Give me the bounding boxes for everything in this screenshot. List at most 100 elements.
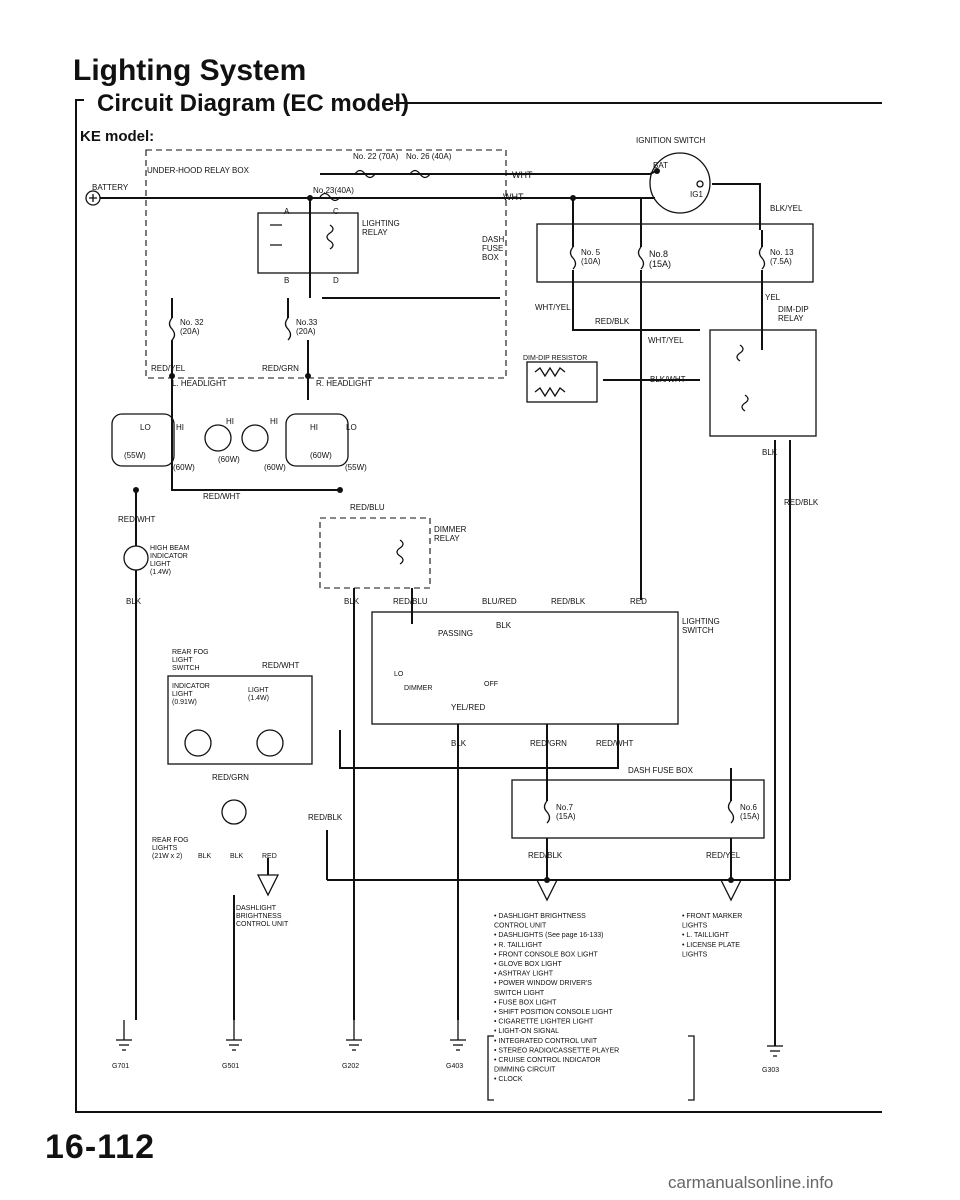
r-headlight-label: R. HEADLIGHT — [316, 379, 372, 388]
dashlight-unit-label-2: BRIGHTNESS — [236, 913, 282, 920]
indicator-light-label-1: INDICATOR — [172, 683, 210, 690]
fuse-7-label: No.7 — [556, 803, 573, 812]
fuse-33-label: No.33 — [296, 318, 318, 327]
fuse-5-amp: (10A) — [581, 257, 601, 266]
off-label: OFF — [484, 681, 498, 688]
load-left-item: • ASHTRAY LIGHT — [494, 971, 554, 978]
wire-red-blk-1: RED/BLK — [595, 317, 630, 326]
rear-fog-switch-label-2: LIGHT — [172, 657, 193, 664]
load-right-item: • LICENSE PLATE — [682, 942, 740, 949]
relay-pin-b: B — [284, 276, 289, 285]
light-14w-label-1: LIGHT — [248, 687, 269, 694]
dim-dip-resistor: DIM-DIP RESISTOR — [523, 355, 598, 403]
wire-blu-red: BLU/RED — [482, 597, 517, 606]
fuse-6-label: No.6 — [740, 803, 757, 812]
fuse-33-amp: (20A) — [296, 327, 316, 336]
wire-red: RED — [630, 597, 647, 606]
wire-red-wht-1: RED/WHT — [203, 492, 240, 501]
wire-red-blk-3: RED/BLK — [784, 498, 819, 507]
loads-right-list: • FRONT MARKER LIGHTS• L. TAILLIGHT• LIC… — [682, 913, 742, 958]
ground-g403-label: G403 — [446, 1063, 463, 1070]
l-headlight-label: L. HEADLIGHT — [172, 379, 227, 388]
headlight-fuses: No. 32 (20A) No.33 (20A) RED/YEL RED/GRN — [151, 298, 318, 373]
fuse-23-label: No.23(40A) — [313, 186, 354, 195]
fuse-13-amp: (7.5A) — [770, 257, 792, 266]
lighting-switch-label-1: LIGHTING — [682, 617, 720, 626]
load-left-item: • CIGARETTE LIGHTER LIGHT — [494, 1019, 594, 1026]
underhood-box-label: UNDER-HOOD RELAY BOX — [147, 166, 250, 175]
wire-wht-yel-1: WHT/YEL — [535, 303, 571, 312]
load-left-item: DIMMING CIRCUIT — [494, 1067, 556, 1074]
r2-hi: HI — [270, 417, 278, 426]
ig-ig1-label: IG1 — [690, 190, 703, 199]
relay-pin-d: D — [333, 276, 339, 285]
ground-g501: G501 — [222, 1020, 242, 1070]
r-hi: HI — [310, 423, 318, 432]
wire-blk-1: BLK — [126, 597, 142, 606]
wire-red-yel-1: RED/YEL — [151, 364, 186, 373]
load-left-item: • R. TAILLIGHT — [494, 942, 543, 949]
high-beam-label-4: (1.4W) — [150, 569, 171, 576]
load-left-item: CONTROL UNIT — [494, 923, 547, 930]
page-number: 16-112 — [45, 1128, 155, 1166]
fuse-26-label: No. 26 (40A) — [406, 152, 452, 161]
lighting-switch-label-2: SWITCH — [682, 626, 714, 635]
high-beam-label-3: LIGHT — [150, 561, 171, 568]
rear-fog-lights-label-2: LIGHTS — [152, 845, 178, 852]
wire-wht-2: WHT — [503, 192, 524, 202]
lighting-relay-label-1: LIGHTING — [362, 219, 400, 228]
junction-dots — [133, 195, 734, 883]
wire-red-blu-1: RED/BLU — [350, 503, 385, 512]
dash-fuse-box-label-2: FUSE — [482, 244, 503, 253]
l-hi: HI — [176, 423, 184, 432]
wire-red-wht-4: RED/WHT — [262, 661, 299, 670]
blk-lsw: BLK — [496, 621, 512, 630]
ground-g403: G403 — [446, 1020, 466, 1070]
fuse-6-amp: (15A) — [740, 812, 760, 821]
indicator-light-label-2: LIGHT — [172, 691, 193, 698]
wire-red-blu-2: RED/BLU — [393, 597, 428, 606]
wire-red-grn-2: RED/GRN — [530, 739, 567, 748]
load-left-item: • LIGHT-ON SIGNAL — [494, 1028, 559, 1035]
watermark: carmanualsonline.info — [668, 1173, 834, 1192]
dash-fuse-box-label-1: DASH — [482, 235, 504, 244]
load-left-item: • DASHLIGHT BRIGHTNESS — [494, 913, 586, 920]
r-lo: LO — [346, 423, 357, 432]
wire-red-yel-2: RED/YEL — [706, 851, 741, 860]
battery: BATTERY — [85, 183, 129, 206]
load-left-item: • STEREO RADIO/CASSETTE PLAYER — [494, 1047, 619, 1054]
ground-g701: G701 — [112, 1020, 132, 1070]
ground-g303-label: G303 — [762, 1067, 779, 1074]
load-left-item: • POWER WINDOW DRIVER'S — [494, 980, 592, 987]
load-left-item: • DASHLIGHTS (See page 16-133) — [494, 932, 603, 939]
load-right-item: LIGHTS — [682, 923, 708, 930]
r2-60w: (60W) — [264, 463, 286, 472]
rear-fog-lights: REAR FOG LIGHTS (21W x 2) BLK BLK RED RE… — [152, 799, 343, 897]
high-beam-label-2: INDICATOR — [150, 553, 188, 560]
dimmer-relay: DIMMER RELAY BLK RED/BLU BLU/RED RED/BLK… — [319, 517, 647, 1020]
dashlight-unit-label-1: DASHLIGHT — [236, 905, 277, 912]
model-label: KE model: — [80, 128, 155, 145]
dashlight-control-unit: DASHLIGHT BRIGHTNESS CONTROL UNIT — [233, 895, 289, 1020]
load-left-item: • SHIFT POSITION CONSOLE LIGHT — [494, 1009, 613, 1016]
fuse-13-label: No. 13 — [770, 248, 794, 257]
dimmer-relay-label-1: DIMMER — [434, 525, 467, 534]
mid-wires: WHT/YEL RED/BLK WHT/YEL BLK/WHT — [535, 270, 700, 600]
relay-pin-c: C — [333, 207, 339, 216]
headlights: L. HEADLIGHT R. HEADLIGHT LO HI HI HI HI… — [111, 340, 385, 512]
r-55w: (55W) — [345, 463, 367, 472]
load-left-item: • GLOVE BOX LIGHT — [494, 961, 563, 968]
dash-fuse-box-top: DASH FUSE BOX No. 5 (10A) No.8 (15A) No.… — [482, 198, 814, 283]
fuse-8-amp: (15A) — [649, 259, 671, 269]
fuse-22-label: No. 22 (70A) — [353, 152, 399, 161]
fuse-7-amp: (15A) — [556, 812, 576, 821]
page-frame — [75, 99, 882, 1113]
fuse-8-label: No.8 — [649, 249, 668, 259]
indicator-light-label-3: (0.91W) — [172, 699, 197, 706]
underhood-relay-box: UNDER-HOOD RELAY BOX No. 22 (70A) No. 26… — [145, 149, 507, 379]
dash-fuse-box-bottom: DASH FUSE BOX No.7 (15A) No.6 (15A) RED/… — [327, 760, 790, 902]
wire-red-blk-2: RED/BLK — [551, 597, 586, 606]
l2-hi: HI — [226, 417, 234, 426]
wire-wht-1: WHT — [512, 170, 533, 180]
load-right-item: LIGHTS — [682, 951, 708, 958]
